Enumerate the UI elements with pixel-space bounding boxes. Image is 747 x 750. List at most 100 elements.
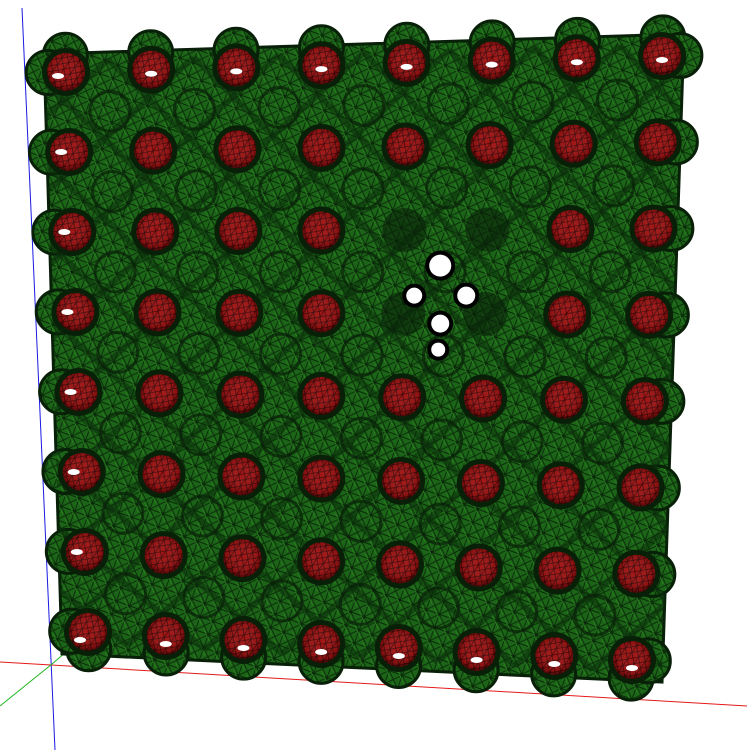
edge-opening — [61, 309, 74, 315]
node-shade — [551, 210, 590, 249]
mesh-ring — [260, 497, 304, 541]
node-shade — [217, 48, 256, 87]
edge-opening — [64, 389, 77, 395]
node-shade — [643, 37, 681, 75]
edge-opening — [70, 549, 83, 555]
strut — [705, 43, 747, 707]
edge-opening — [237, 645, 250, 651]
edge-opening — [485, 61, 498, 68]
strut — [532, 45, 684, 682]
edge-opening — [67, 469, 80, 475]
mesh-ring — [508, 165, 552, 209]
node-shade — [621, 468, 660, 507]
node-shade — [557, 39, 596, 78]
node-shade — [47, 53, 85, 91]
edge-opening — [230, 68, 243, 75]
mesh-ring — [511, 80, 555, 124]
node-shade — [65, 533, 104, 571]
edge-opening — [400, 63, 413, 70]
node-shade — [219, 212, 258, 251]
empty-node — [382, 208, 427, 253]
node-shade — [548, 295, 587, 334]
node-shade — [50, 133, 89, 171]
strut — [447, 47, 684, 682]
node-shade — [53, 213, 92, 251]
node-shade — [218, 130, 257, 169]
mesh-ring — [172, 87, 216, 131]
node-shade — [221, 375, 260, 414]
node-shade — [459, 548, 498, 587]
edge-opening — [315, 649, 328, 655]
edge-opening — [626, 665, 638, 671]
node-shade — [59, 373, 98, 411]
node-shade — [302, 459, 341, 498]
node-shade — [62, 453, 101, 491]
mesh-ring — [96, 330, 140, 374]
mesh-ring — [497, 505, 541, 549]
mesh-ring — [182, 575, 226, 619]
mesh-ring — [596, 78, 640, 122]
node-shade — [379, 629, 418, 667]
edge-opening — [470, 657, 483, 663]
mesh-ring — [174, 169, 218, 213]
node-shade — [630, 295, 669, 334]
edge-opening — [548, 661, 561, 667]
mesh-ring — [258, 168, 302, 212]
node-shade — [554, 124, 593, 163]
node-shade — [223, 539, 262, 578]
node-shade — [617, 554, 656, 593]
mesh-ring — [420, 418, 464, 462]
mesh-ring — [258, 250, 302, 294]
mesh-ring — [340, 333, 384, 377]
strut — [0, 62, 23, 608]
node-shade — [140, 374, 179, 413]
mesh-ring — [101, 491, 145, 535]
lattice-mesh-model — [0, 14, 747, 707]
node-shade — [302, 46, 341, 85]
node-shade — [144, 536, 183, 575]
mesh-ring — [339, 499, 383, 543]
node-shade — [382, 461, 421, 500]
node-shade — [461, 464, 500, 503]
edge-opening — [74, 637, 86, 643]
node-shade — [541, 466, 580, 505]
node-shade — [380, 545, 419, 584]
mesh-ring — [577, 507, 621, 551]
node-shade — [638, 123, 677, 162]
mesh-ring — [417, 586, 461, 630]
node-shade — [302, 294, 341, 333]
edge-opening — [55, 149, 68, 155]
edge-opening — [58, 229, 71, 235]
void-hole — [431, 342, 446, 357]
mesh-ring — [338, 582, 382, 626]
node-shade — [383, 378, 422, 417]
node-shade — [220, 293, 259, 332]
void-hole — [457, 286, 476, 305]
mesh-ring — [573, 593, 617, 637]
node-shade — [302, 128, 341, 167]
node-shade — [142, 455, 181, 494]
node-shade — [387, 43, 426, 82]
mesh-ring — [88, 89, 132, 133]
mesh-ring — [93, 250, 137, 294]
node-shade — [302, 211, 341, 250]
node-shade — [634, 209, 673, 248]
mesh-ring — [588, 250, 632, 294]
mesh-ring — [341, 250, 385, 294]
mesh-ring — [341, 167, 385, 211]
mesh-ring — [98, 411, 142, 455]
node-shade — [302, 376, 341, 415]
edge-opening — [315, 66, 328, 73]
node-shade — [56, 293, 95, 331]
node-shade — [134, 131, 173, 170]
void-hole — [406, 287, 423, 304]
edge-opening — [656, 57, 668, 63]
mesh-ring — [180, 494, 224, 538]
mesh-ring — [426, 82, 470, 126]
node-shade — [470, 126, 509, 165]
mesh-ring — [260, 579, 304, 623]
node-shade — [613, 641, 651, 679]
node-shade — [138, 293, 177, 332]
empty-node — [465, 207, 510, 252]
